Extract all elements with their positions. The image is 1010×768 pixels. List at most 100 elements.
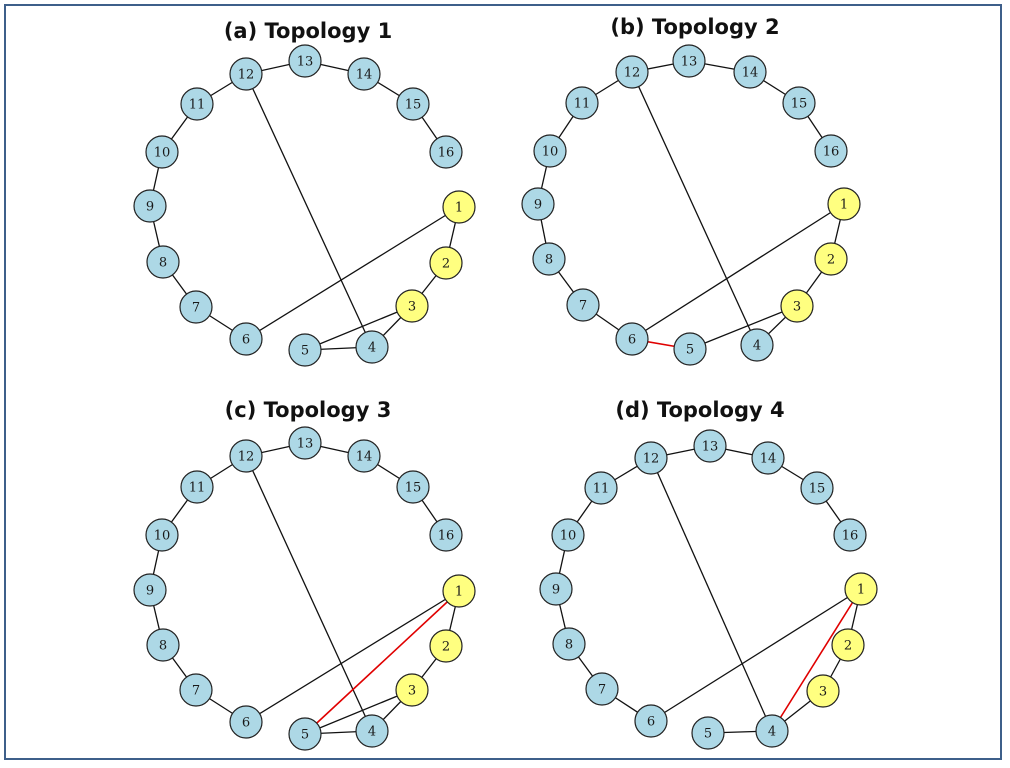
node-1: 1 bbox=[442, 574, 476, 608]
node-circle bbox=[429, 135, 463, 169]
node-12: 12 bbox=[229, 57, 263, 91]
node-circle bbox=[179, 290, 213, 324]
node-circle bbox=[229, 57, 263, 91]
node-circle bbox=[585, 672, 619, 706]
node-label: 1 bbox=[455, 201, 463, 216]
node-10: 10 bbox=[145, 518, 179, 552]
node-9: 9 bbox=[133, 573, 167, 607]
node-10: 10 bbox=[533, 134, 567, 168]
edge-3-5 bbox=[304, 305, 413, 351]
node-label: 12 bbox=[238, 68, 255, 83]
node-circle bbox=[532, 242, 566, 276]
node-circle bbox=[180, 87, 214, 121]
node-circle bbox=[395, 673, 429, 707]
node-circle bbox=[672, 44, 706, 78]
node-circle bbox=[691, 716, 725, 750]
edge-3-5 bbox=[304, 689, 413, 735]
node-7: 7 bbox=[566, 288, 600, 322]
node-circle bbox=[229, 322, 263, 356]
node-label: 12 bbox=[238, 450, 255, 465]
node-circle bbox=[755, 714, 789, 748]
node-circle bbox=[180, 470, 214, 504]
node-label: 6 bbox=[647, 715, 655, 730]
edge-1-4-highlight bbox=[771, 588, 862, 732]
node-circle bbox=[551, 518, 585, 552]
panel-title: (c) Topology 3 bbox=[225, 398, 392, 422]
node-1: 1 bbox=[827, 187, 861, 221]
node-circle bbox=[396, 87, 430, 121]
node-13: 13 bbox=[288, 44, 322, 78]
node-label: 13 bbox=[681, 55, 698, 70]
node-circle bbox=[584, 471, 618, 505]
node-label: 7 bbox=[598, 683, 606, 698]
node-11: 11 bbox=[180, 87, 214, 121]
node-label: 3 bbox=[793, 300, 801, 315]
node-11: 11 bbox=[584, 471, 618, 505]
node-circle bbox=[693, 429, 727, 463]
node-circle bbox=[780, 289, 814, 323]
edge-12-4 bbox=[631, 71, 758, 346]
node-label: 10 bbox=[154, 529, 171, 544]
node-circle bbox=[442, 190, 476, 224]
node-label: 3 bbox=[408, 684, 416, 699]
node-circle bbox=[740, 328, 774, 362]
node-13: 13 bbox=[288, 426, 322, 460]
node-2: 2 bbox=[831, 628, 865, 662]
node-circle bbox=[844, 572, 878, 606]
node-8: 8 bbox=[532, 242, 566, 276]
node-label: 7 bbox=[579, 299, 587, 314]
node-label: 2 bbox=[442, 640, 450, 655]
node-7: 7 bbox=[179, 290, 213, 324]
node-label: 15 bbox=[405, 481, 422, 496]
node-label: 13 bbox=[297, 437, 314, 452]
node-9: 9 bbox=[521, 187, 555, 221]
node-label: 3 bbox=[408, 300, 416, 315]
node-circle bbox=[634, 704, 668, 738]
node-circle bbox=[429, 246, 463, 280]
node-9: 9 bbox=[133, 189, 167, 223]
node-circle bbox=[133, 189, 167, 223]
node-circle bbox=[179, 673, 213, 707]
node-label: 6 bbox=[242, 716, 250, 731]
node-circle bbox=[288, 44, 322, 78]
node-12: 12 bbox=[634, 441, 668, 475]
node-circle bbox=[145, 518, 179, 552]
node-label: 2 bbox=[827, 253, 835, 268]
node-label: 13 bbox=[702, 440, 719, 455]
node-label: 11 bbox=[189, 98, 206, 113]
node-label: 14 bbox=[356, 450, 373, 465]
node-16: 16 bbox=[429, 518, 463, 552]
node-label: 4 bbox=[768, 725, 776, 740]
node-circle bbox=[521, 187, 555, 221]
node-circle bbox=[833, 518, 867, 552]
node-circle bbox=[539, 572, 573, 606]
node-4: 4 bbox=[355, 714, 389, 748]
node-14: 14 bbox=[751, 441, 785, 475]
edge-12-4 bbox=[245, 455, 373, 732]
edge-12-4 bbox=[245, 73, 373, 348]
node-circle bbox=[800, 471, 834, 505]
panel-title: (a) Topology 1 bbox=[224, 19, 392, 43]
node-circle bbox=[229, 439, 263, 473]
node-8: 8 bbox=[552, 627, 586, 661]
node-6: 6 bbox=[229, 705, 263, 739]
node-label: 15 bbox=[405, 98, 422, 113]
node-11: 11 bbox=[180, 470, 214, 504]
node-label: 9 bbox=[534, 198, 542, 213]
edge-1-6 bbox=[650, 588, 862, 722]
edge-12-4 bbox=[650, 457, 773, 732]
node-3: 3 bbox=[395, 289, 429, 323]
node-13: 13 bbox=[672, 44, 706, 78]
node-label: 4 bbox=[753, 339, 761, 354]
node-circle bbox=[355, 330, 389, 364]
node-label: 12 bbox=[624, 66, 641, 81]
node-16: 16 bbox=[833, 518, 867, 552]
node-circle bbox=[814, 242, 848, 276]
node-label: 15 bbox=[791, 97, 808, 112]
node-5: 5 bbox=[288, 333, 322, 367]
node-circle bbox=[831, 628, 865, 662]
